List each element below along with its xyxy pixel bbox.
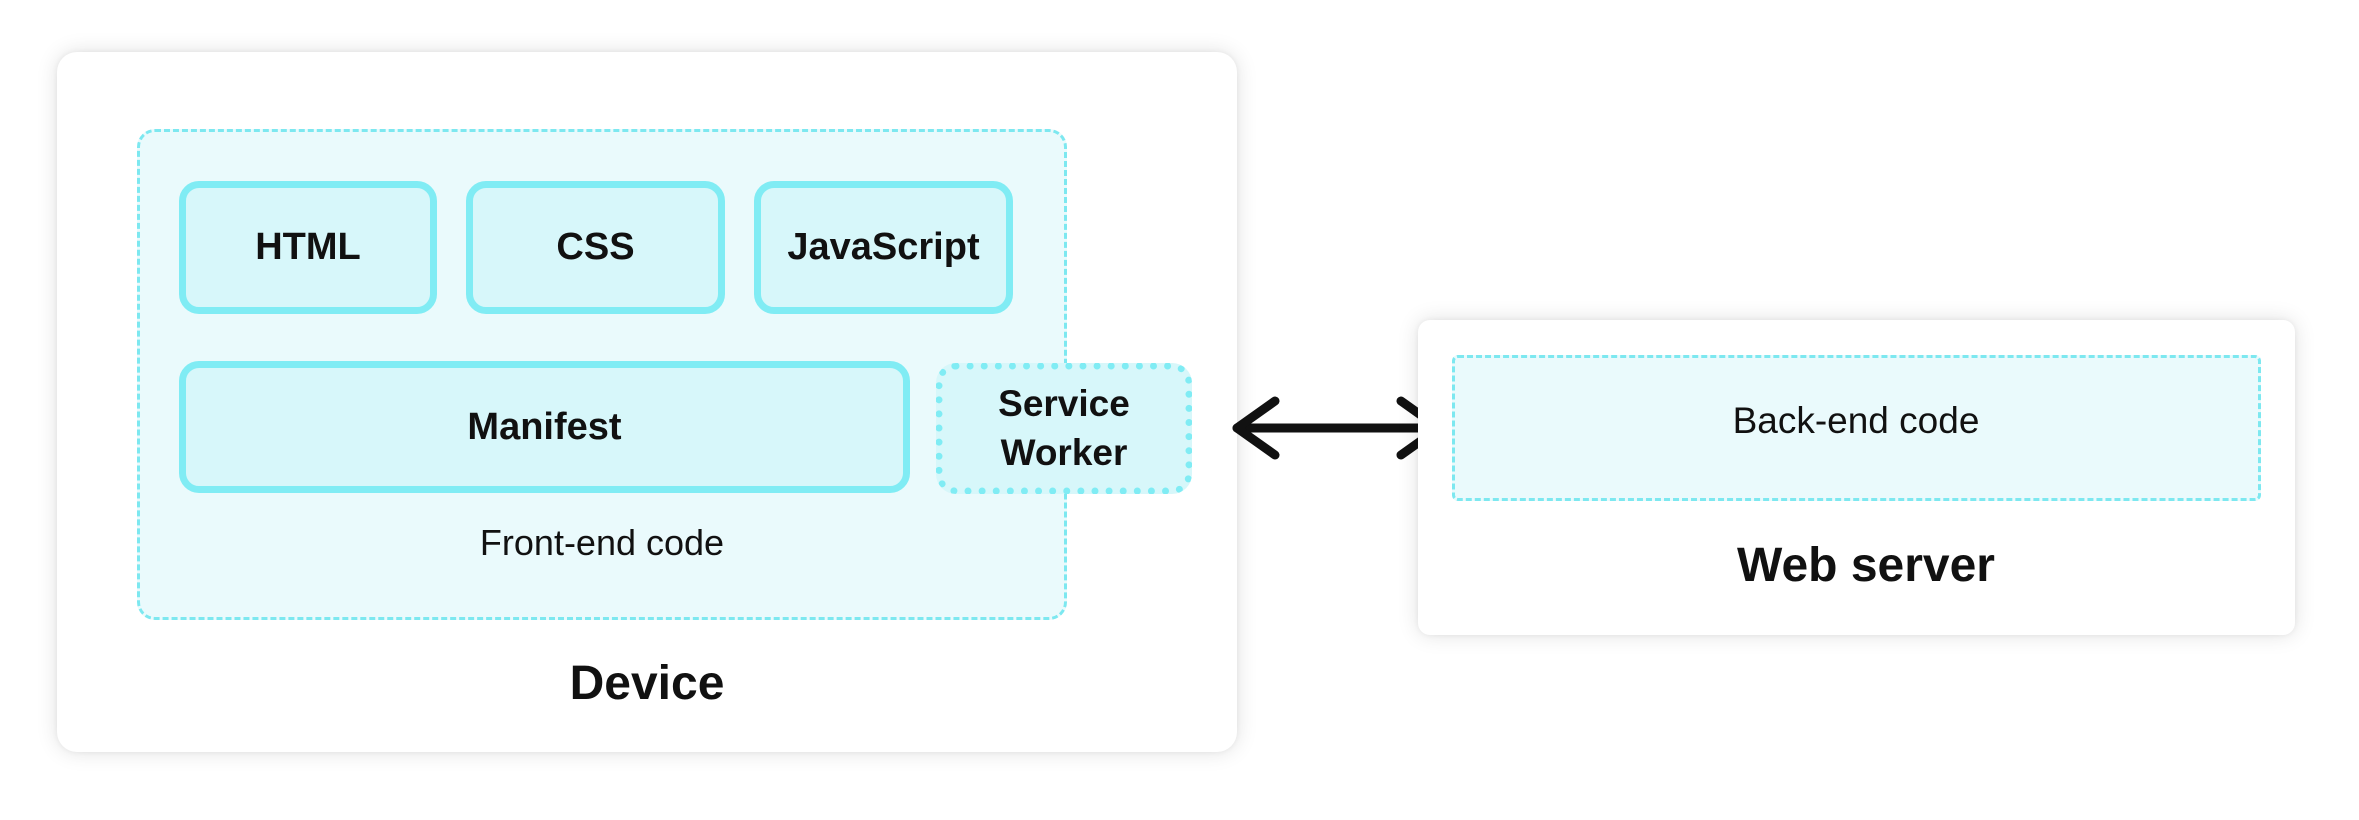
- css-label: CSS: [556, 226, 635, 268]
- web-server-title: Web server: [1737, 539, 1995, 592]
- service-worker-label-line2: Worker: [1000, 431, 1128, 473]
- javascript-label: JavaScript: [787, 226, 980, 268]
- backend-code-label: Back-end code: [1732, 400, 1980, 441]
- css-box: CSS: [466, 181, 725, 314]
- manifest-box: Manifest: [179, 361, 910, 493]
- service-worker-label: Service Worker: [998, 380, 1130, 476]
- service-worker-label-line1: Service: [998, 383, 1130, 425]
- device-title: Device: [569, 657, 725, 710]
- html-box: HTML: [179, 181, 437, 314]
- frontend-code-label: Front-end code: [479, 522, 725, 563]
- manifest-label: Manifest: [467, 405, 622, 448]
- service-worker-box: Service Worker: [936, 363, 1192, 494]
- html-label: HTML: [255, 226, 361, 268]
- javascript-box: JavaScript: [754, 181, 1013, 314]
- backend-code-area: [1452, 355, 2261, 501]
